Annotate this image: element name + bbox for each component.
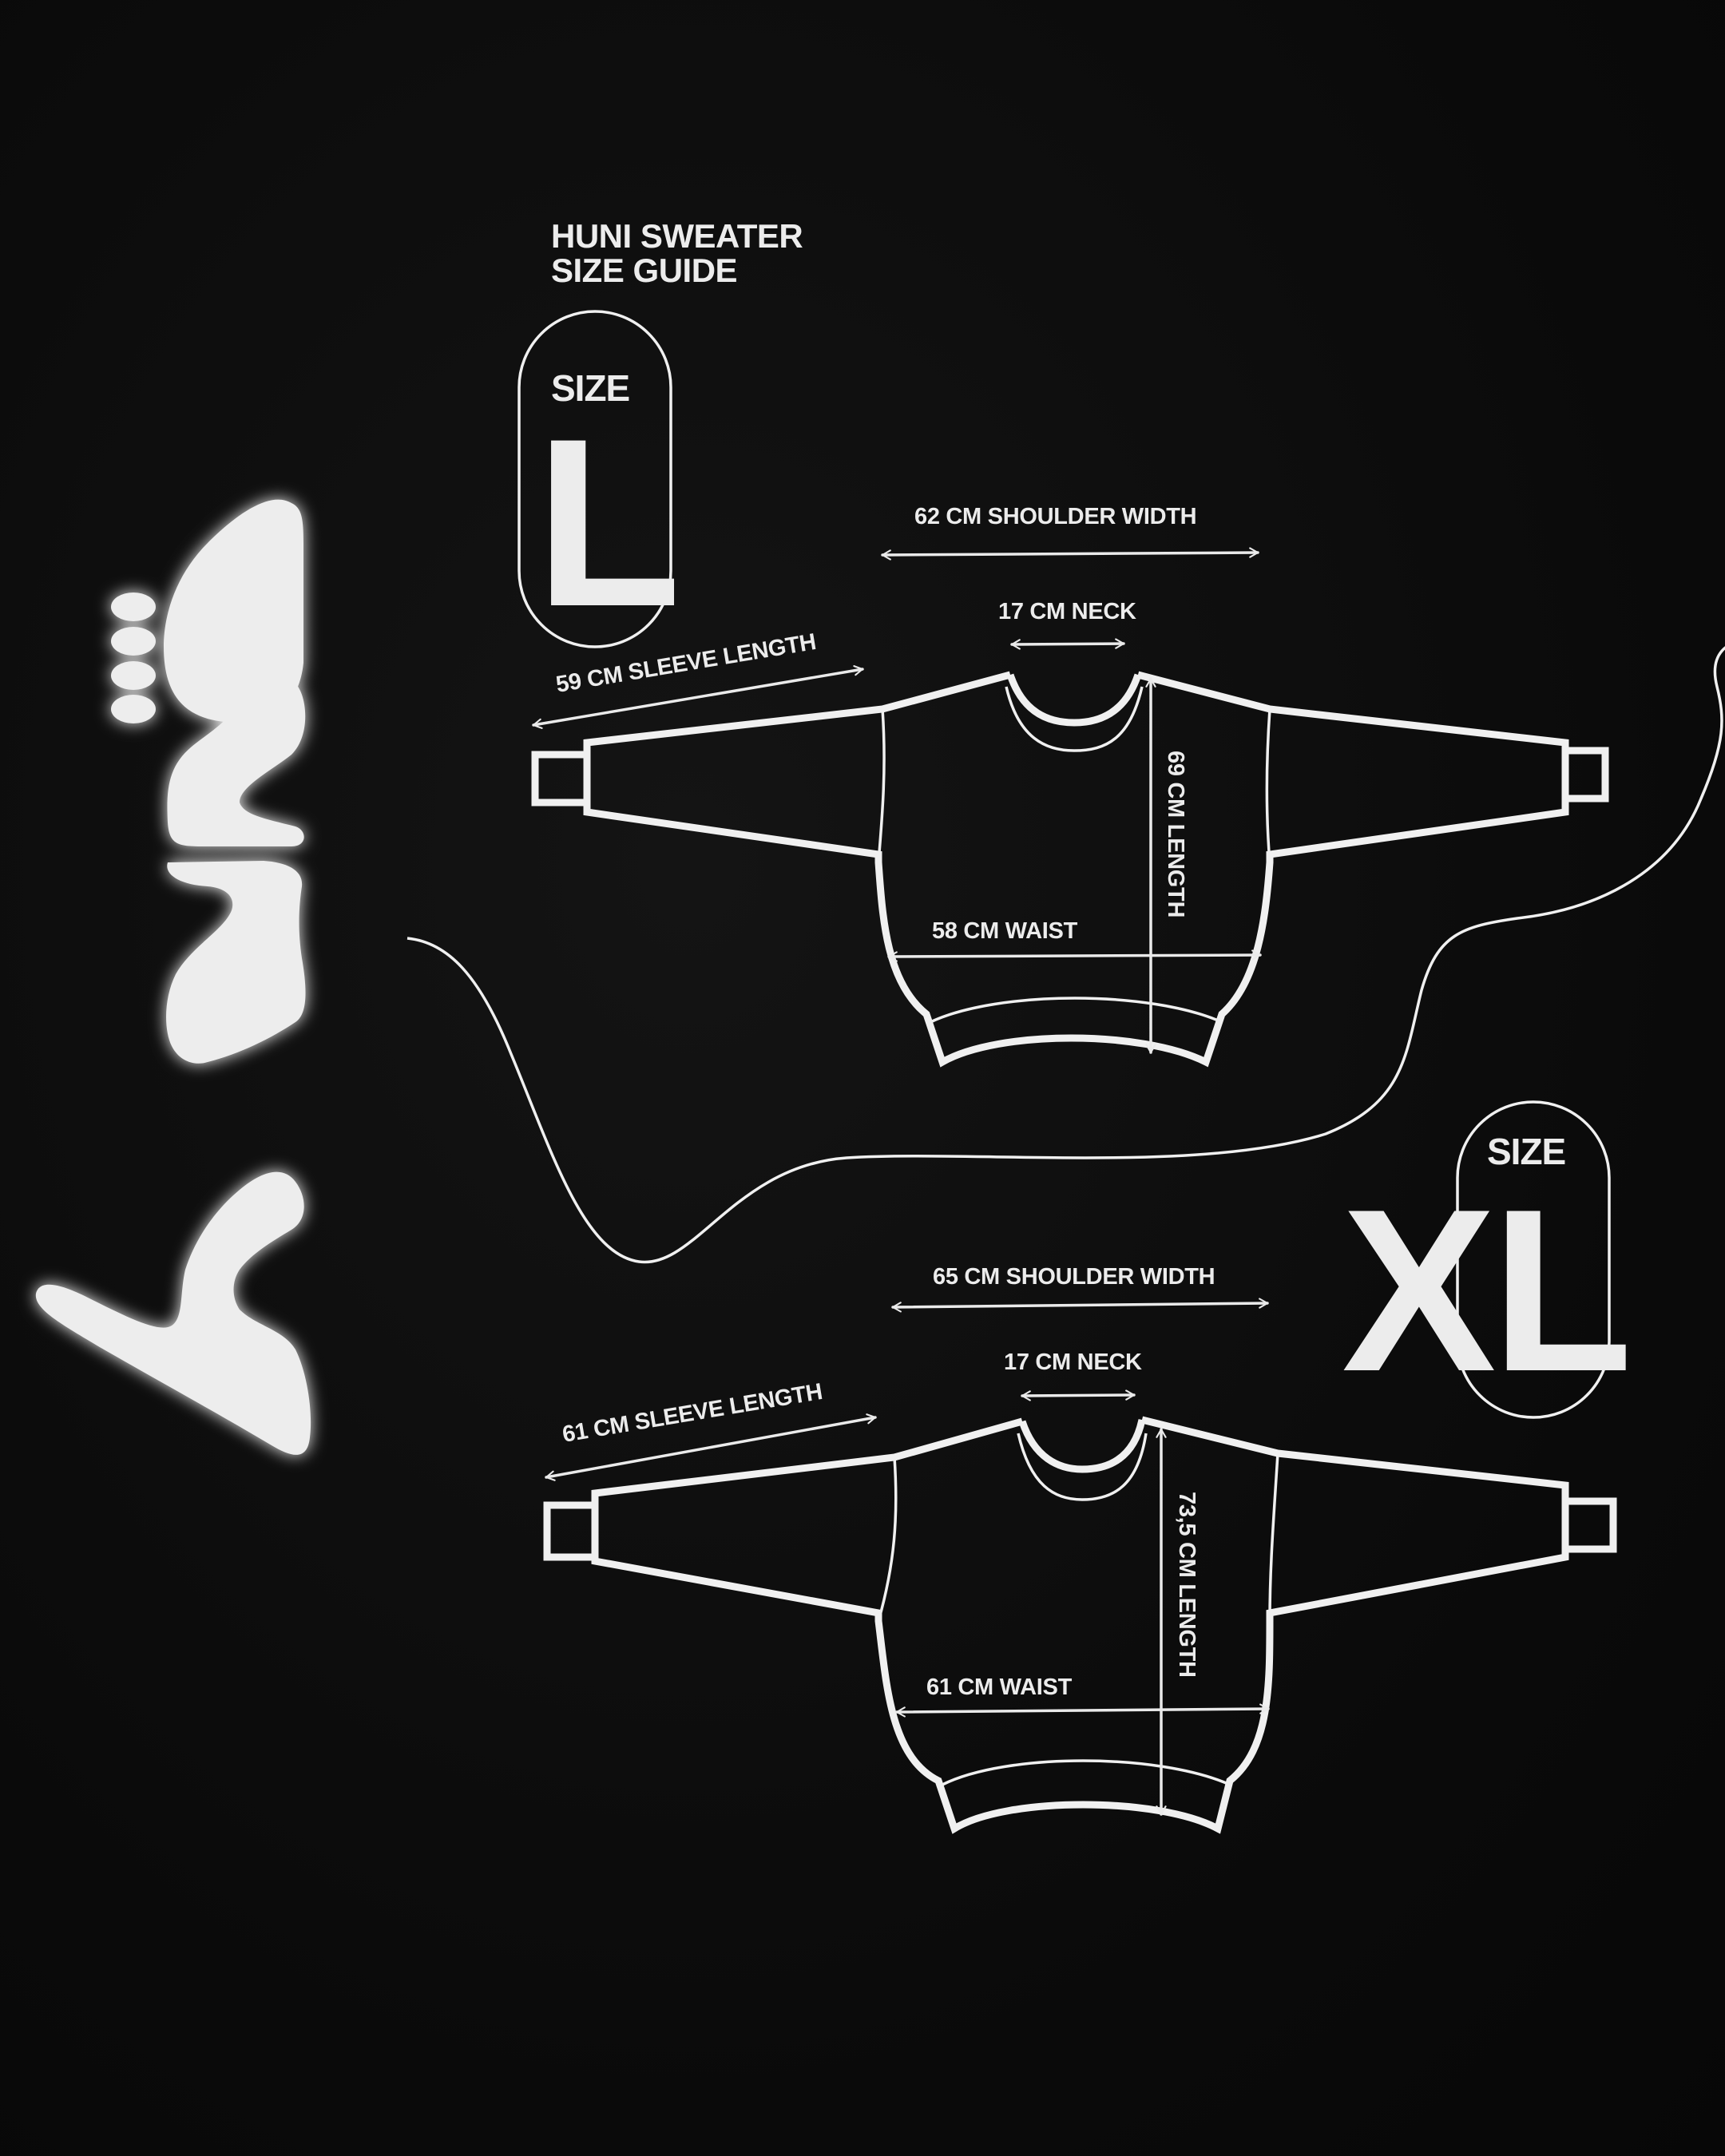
sweater-l-left-seam <box>877 708 886 863</box>
sweater-l-right-seam <box>1265 708 1271 863</box>
xl-length-label: 73,5 CM LENGTH <box>1174 1492 1200 1678</box>
sweater-xl-neck-rib <box>1017 1433 1148 1501</box>
sweater-diagram-l <box>531 671 1609 1068</box>
xl-shoulder-arrow <box>891 1298 1269 1313</box>
xl-waist-label: 61 CM WAIST <box>926 1674 1073 1700</box>
sweater-xl-left-seam <box>877 1456 898 1622</box>
sweater-l-neck <box>1006 673 1142 727</box>
sweater-diagram-xl <box>543 1416 1617 1834</box>
sweater-l-right-cuff <box>1561 747 1609 803</box>
size-l-letter: L <box>535 388 681 656</box>
xl-neck-arrow <box>1021 1389 1136 1401</box>
sweater-xl-neck <box>1018 1418 1146 1473</box>
sweater-xl-right-seam <box>1268 1453 1279 1622</box>
size-xl-pill-outline <box>1456 1100 1611 1419</box>
size-xl-letters: XL <box>1342 1161 1629 1420</box>
xl-neck-label: 17 CM NECK <box>1004 1349 1142 1375</box>
xl-sleeve-arrow <box>545 1413 877 1481</box>
size-l-pill-outline <box>518 310 672 648</box>
size-l-badge: SIZE L <box>518 310 681 656</box>
logo-dot-2 <box>111 627 156 656</box>
size-xl-badge: SIZE XL <box>1342 1100 1634 1420</box>
l-sleeve-arrow <box>532 665 864 729</box>
logo-dot-4 <box>111 695 156 723</box>
l-neck-label: 17 CM NECK <box>998 599 1136 624</box>
logo-blob-middle <box>167 661 306 846</box>
huni-logo <box>35 499 311 1455</box>
logo-blob-bottom <box>35 1171 311 1455</box>
l-waist-arrow <box>887 949 1262 962</box>
l-length-label: 69 CM LENGTH <box>1163 751 1188 917</box>
xl-shoulder-width-label: 65 CM SHOULDER WIDTH <box>933 1264 1215 1290</box>
logo-blob-lower <box>166 861 306 1064</box>
logo-dot-3 <box>111 661 156 690</box>
logo-dot-1 <box>111 593 156 621</box>
size-xl-label: SIZE <box>1487 1131 1565 1172</box>
size-l-label: SIZE <box>551 367 629 409</box>
sweater-l-neck-rib <box>1005 686 1144 752</box>
l-shoulder-width-label: 62 CM SHOULDER WIDTH <box>914 504 1196 529</box>
l-waist-label: 58 CM WAIST <box>932 918 1078 944</box>
sweater-xl-hem-band <box>942 1759 1231 1786</box>
xl-sleeve-length-label: 61 CM SLEEVE LENGTH <box>561 1379 824 1448</box>
xl-waist-arrow <box>895 1703 1270 1718</box>
sweater-xl-outline <box>591 1416 1569 1834</box>
sweater-xl-right-cuff <box>1561 1497 1617 1553</box>
decorative-curve <box>406 646 1725 1264</box>
sweater-l-hem-band <box>930 997 1223 1024</box>
title-line-1: HUNI SWEATER <box>551 217 803 255</box>
sweater-xl-left-cuff <box>543 1501 599 1561</box>
title-line-2: SIZE GUIDE <box>551 252 737 289</box>
l-shoulder-arrow <box>881 547 1259 561</box>
sweater-l-left-cuff <box>531 751 591 807</box>
